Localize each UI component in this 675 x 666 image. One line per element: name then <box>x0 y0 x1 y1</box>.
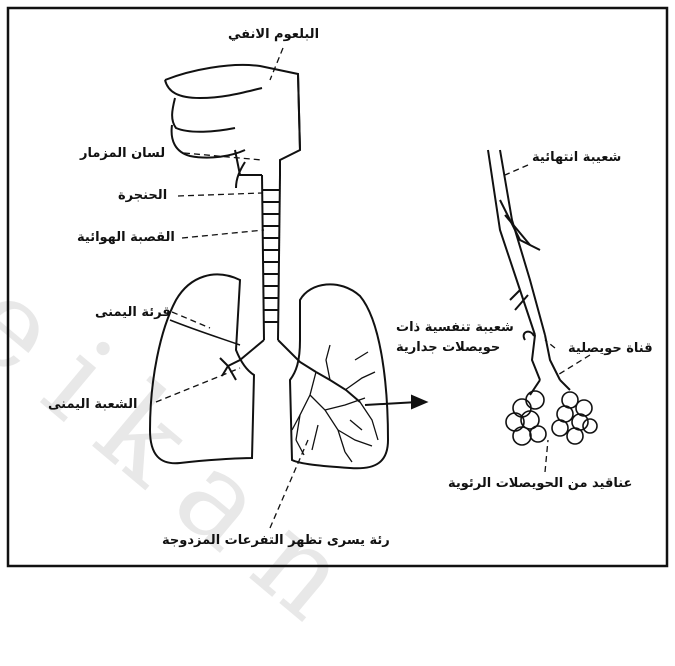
detail-arrow <box>365 396 426 408</box>
label-right-bronchus: الشعبة اليمنى <box>48 397 137 413</box>
right-lung-outline <box>150 274 254 463</box>
trachea-tube <box>262 175 280 340</box>
leader-lines <box>156 48 590 528</box>
bronchial-tree <box>292 345 378 462</box>
label-left-lung: رئة يسرى تظهر التفرعات المزدوجة <box>162 533 390 549</box>
label-alveolar-sacs: عناقيد من الحويصلات الرئوية <box>448 476 632 492</box>
label-trachea: القصبة الهوائية <box>77 230 175 246</box>
head-outline <box>165 65 300 188</box>
alveolar-clusters <box>506 391 597 445</box>
right-lung-fissure <box>170 320 240 345</box>
trachea-rings <box>263 190 279 322</box>
bronchiole-detail <box>488 150 570 395</box>
label-respiratory-bronchiole-1: شعيبة تنفسية ذات <box>396 320 514 336</box>
label-epiglottis: لسان المزمار <box>80 146 165 162</box>
label-terminal-bronchiole: شعيبة انتهائية <box>532 150 621 166</box>
label-right-lung: قرئة اليمنى <box>95 305 171 321</box>
label-pharynx: البلعوم الانفي <box>228 27 319 43</box>
label-alveolar-duct: قناة حويصلية <box>568 341 653 357</box>
left-lung-outline <box>290 284 388 468</box>
label-larynx: الحنجرة <box>118 188 167 204</box>
label-respiratory-bronchiole-2: حويصلات جدارية <box>396 340 500 356</box>
